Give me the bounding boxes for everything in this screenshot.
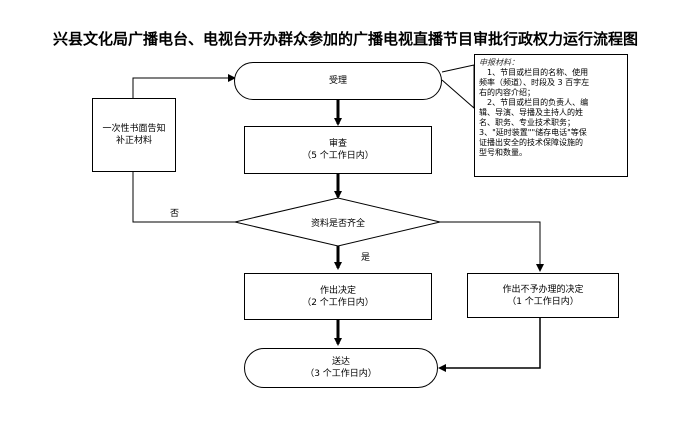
arrow-decision-no-to-notify <box>132 172 235 223</box>
deliver-label: 送达 <box>331 357 350 367</box>
note-line: 型号和数量。 <box>479 148 527 157</box>
deliver-duration: （3 个工作日内） <box>305 369 377 379</box>
accept-label: 受理 <box>328 76 347 86</box>
note-line: 证播出安全的技术保障设施的 <box>479 138 583 147</box>
note-line: 名、职务、专业技术职务； <box>479 118 575 127</box>
note-line: 1、节目或栏目的名称、使用 <box>487 68 589 77</box>
notify-line1: 一次性书面告知 <box>102 124 166 134</box>
arrow-notify-to-accept <box>132 74 236 98</box>
reject-node: 作出不予办理的决定 （1 个工作日内） <box>467 273 619 318</box>
no-label: 否 <box>170 209 180 219</box>
reject-label: 作出不予办理的决定 <box>502 284 584 295</box>
review-label: 审查 <box>328 139 347 149</box>
note-pointer <box>441 64 475 110</box>
arrow-reject-to-deliver <box>438 318 541 372</box>
note-line: 右的内容介绍； <box>479 88 535 97</box>
review-duration: （5 个工作日内） <box>302 151 374 161</box>
note-heading: 申报材料： <box>479 58 519 67</box>
note-line: 2、节目或栏目的负责人、编 <box>487 98 589 107</box>
deliver-node: 送达 （3 个工作日内） <box>244 348 438 388</box>
yes-label: 是 <box>361 253 371 263</box>
approve-label: 作出决定 <box>319 285 356 296</box>
note-line: 频率（频道）、时段及 3 百字左 <box>479 78 590 87</box>
materials-note: 申报材料： 1、节目或栏目的名称、使用 频率（频道）、时段及 3 百字左 右的内… <box>474 54 628 177</box>
decision-label: 资料是否齐全 <box>310 219 365 229</box>
note-line: 3、"延时装置""储存电话"等保 <box>479 128 587 137</box>
page-title: 兴县文化局广播电台、电视台开办群众参加的广播电视直播节目审批行政权力运行流程图 <box>52 30 638 48</box>
review-node: 审查 （5 个工作日内） <box>244 126 432 174</box>
notify-line2: 补正材料 <box>115 136 152 146</box>
decision-diamond <box>234 197 441 247</box>
note-line: 辑、导演、导播及主持人的姓 <box>479 108 583 117</box>
arrow-decision-to-reject <box>440 221 544 272</box>
notify-node: 一次性书面告知 补正材料 <box>92 98 176 172</box>
approve-node: 作出决定 （2 个工作日内） <box>244 273 432 320</box>
approve-duration: （2 个工作日内） <box>302 297 374 308</box>
reject-duration: （1 个工作日内） <box>507 296 579 307</box>
accept-node: 受理 <box>234 62 442 100</box>
